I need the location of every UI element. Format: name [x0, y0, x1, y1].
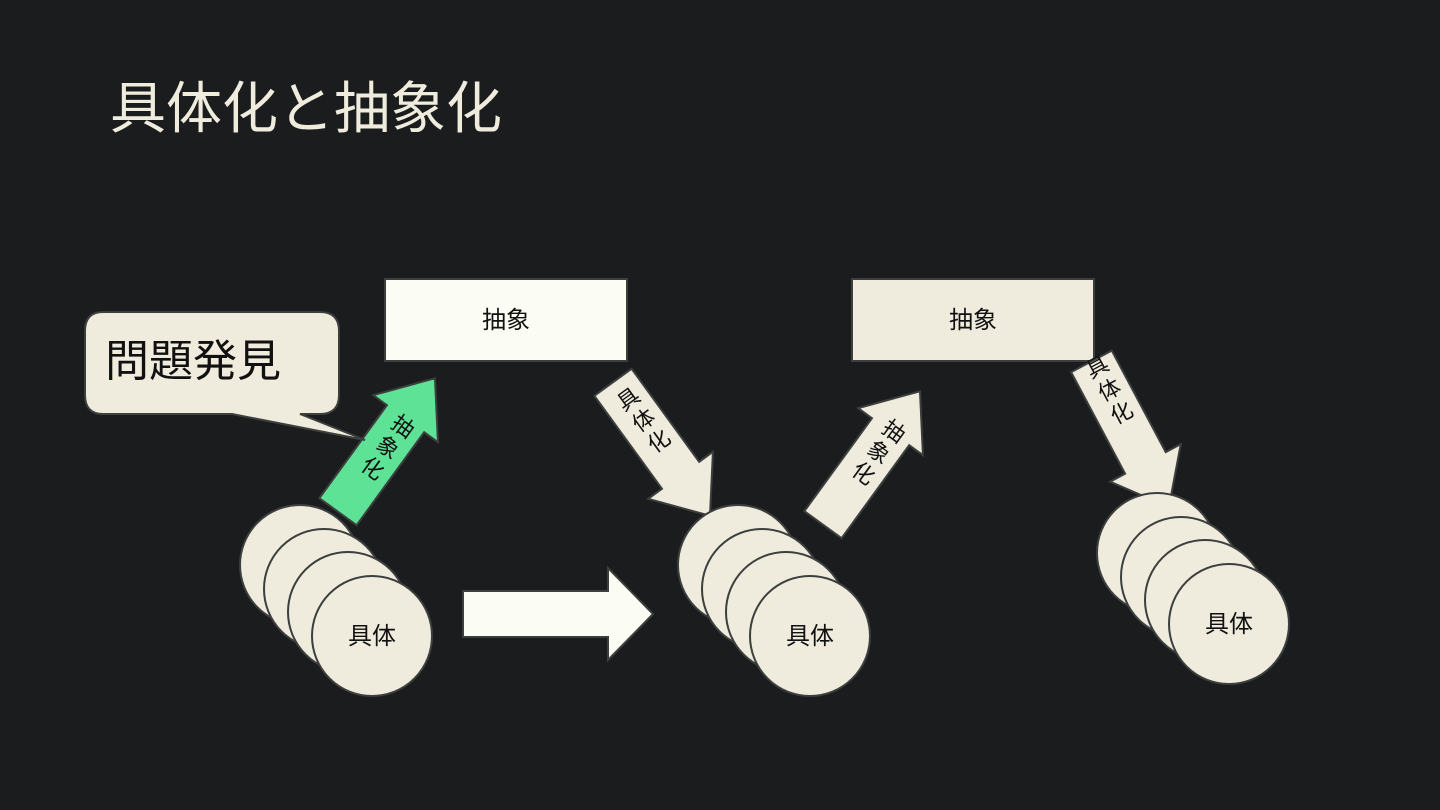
diagonal-down-block-arrow-icon: [1069, 349, 1183, 509]
callout-text: 問題発見: [105, 336, 281, 387]
slide-title: 具体化と抽象化: [110, 77, 502, 142]
right-block-arrow-icon: [462, 565, 655, 663]
abstract-label-2: 抽象: [949, 306, 997, 334]
abstract-box-1: 抽象: [384, 278, 628, 362]
diagonal-up-block-arrow-icon: [802, 389, 925, 540]
abstraction-arrow-2: 抽象化: [802, 389, 925, 540]
abstraction-arrow-1: 抽象化: [317, 376, 440, 527]
abstract-box-2: 抽象: [851, 278, 1095, 362]
diagonal-up-block-arrow-icon: [317, 376, 440, 527]
abstract-label-1: 抽象: [482, 306, 530, 334]
diagonal-down-block-arrow-icon: [592, 367, 715, 518]
concrete-stack-1: [239, 504, 433, 697]
problem-discovery-callout: 問題発見: [84, 311, 366, 441]
concrete-label-2: 具体: [786, 622, 834, 650]
concrete-stack-2: [677, 504, 871, 697]
concrete-label-1: 具体: [348, 622, 396, 650]
concrete-circle: [311, 575, 433, 697]
concrete-label-3: 具体: [1205, 610, 1253, 638]
concrete-stack-3: [1096, 492, 1290, 685]
concrete-circle: [749, 575, 871, 697]
concrete-circle: [1168, 563, 1290, 685]
